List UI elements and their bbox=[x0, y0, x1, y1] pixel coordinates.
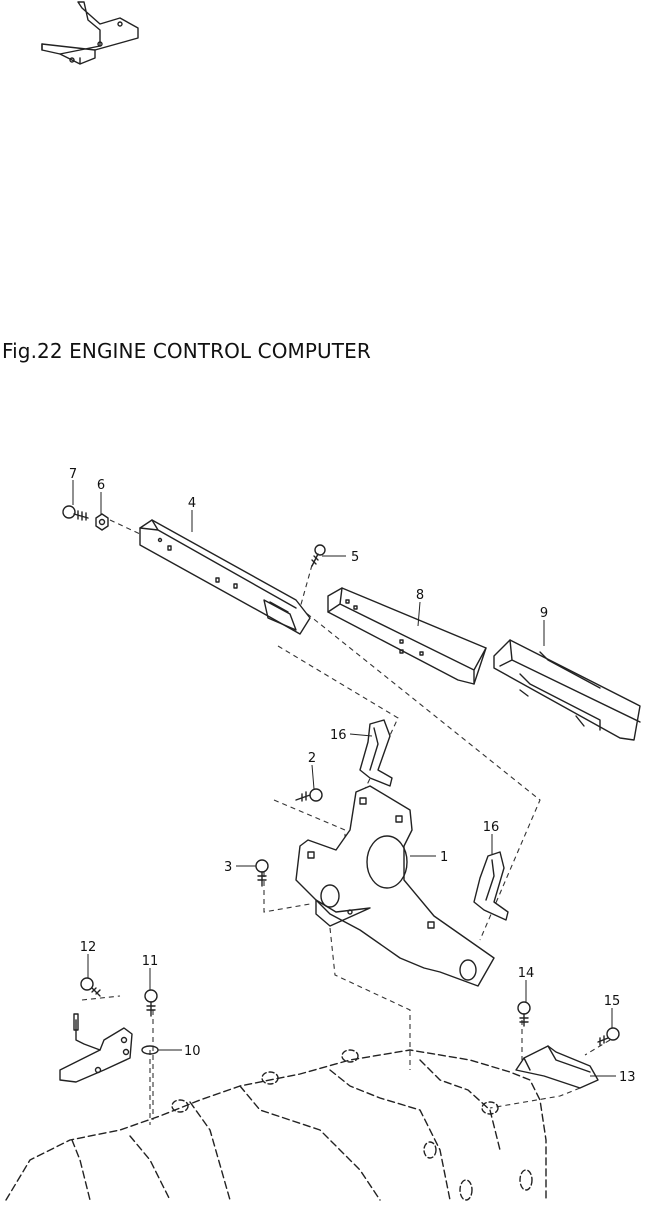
part-8-ecu-box bbox=[327, 587, 487, 685]
callout-12: 12 bbox=[80, 940, 97, 955]
bolt-7 bbox=[62, 505, 89, 521]
part-16-stay-lower bbox=[473, 851, 509, 921]
nut-6 bbox=[95, 513, 109, 531]
callout-leaders bbox=[72, 480, 616, 1077]
intake-manifold bbox=[5, 1049, 547, 1201]
callout-13: 13 bbox=[619, 1070, 636, 1085]
bolt-3 bbox=[255, 859, 269, 887]
part-16-stay-upper bbox=[359, 719, 393, 787]
callout-6: 6 bbox=[97, 478, 105, 493]
figure-title: Fig.22 ENGINE CONTROL COMPUTER bbox=[2, 339, 371, 363]
callout-5: 5 bbox=[351, 550, 359, 565]
callout-numbers: 7 6 4 5 8 9 16 2 16 1 3 12 11 14 15 10 1… bbox=[69, 467, 636, 1085]
bolt-12 bbox=[80, 977, 101, 997]
callout-15: 15 bbox=[604, 994, 621, 1009]
callout-11: 11 bbox=[142, 954, 159, 969]
part-9-ecu-connector bbox=[493, 639, 641, 741]
callout-16b: 16 bbox=[483, 820, 500, 835]
screw-5 bbox=[311, 544, 326, 567]
callout-8: 8 bbox=[416, 588, 424, 603]
bolt-15 bbox=[597, 1027, 620, 1046]
callout-14: 14 bbox=[518, 966, 535, 981]
bolt-14 bbox=[517, 1001, 531, 1027]
callout-16a: 16 bbox=[330, 728, 347, 743]
callout-9: 9 bbox=[540, 606, 548, 621]
callout-7: 7 bbox=[69, 467, 77, 482]
callout-10: 10 bbox=[184, 1044, 201, 1059]
bolt-2 bbox=[295, 788, 323, 802]
fasteners bbox=[62, 505, 620, 1046]
part-1-bracket bbox=[295, 785, 495, 987]
callout-2: 2 bbox=[308, 751, 316, 766]
callout-3: 3 bbox=[224, 860, 232, 875]
part-4-ecu-cover bbox=[139, 519, 311, 635]
thumbnail-bracket bbox=[41, 1, 139, 65]
part-13-bracket bbox=[515, 1045, 599, 1089]
bolt-11 bbox=[144, 989, 158, 1017]
callout-1: 1 bbox=[440, 850, 448, 865]
callout-4: 4 bbox=[188, 496, 196, 511]
